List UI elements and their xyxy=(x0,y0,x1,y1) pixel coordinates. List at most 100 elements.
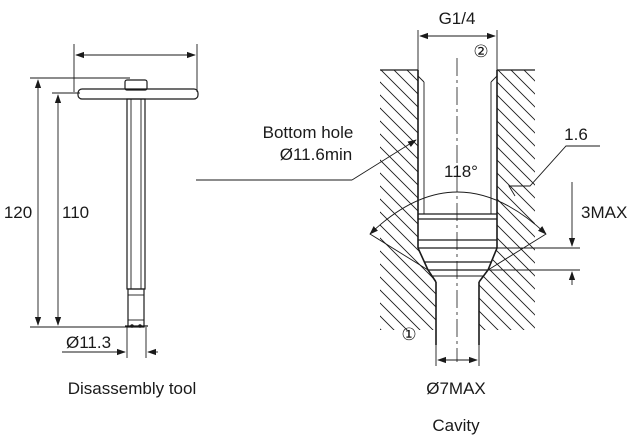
tool-shaft xyxy=(126,98,146,290)
hatch-line xyxy=(546,40,642,340)
hatch-line xyxy=(380,70,418,330)
hatch-line xyxy=(380,70,436,330)
hatch-line xyxy=(402,70,436,330)
hatch-line xyxy=(78,40,378,340)
dim-thread: G1/4 xyxy=(439,9,476,28)
hatch-line xyxy=(479,70,535,330)
hatch-line xyxy=(380,70,436,330)
hatch-line xyxy=(479,70,535,330)
hatch-line xyxy=(78,40,378,340)
hatch-line xyxy=(479,70,483,330)
hatch-line xyxy=(380,70,431,330)
hatch-line xyxy=(559,40,642,340)
hatch-line xyxy=(479,70,535,330)
hatch-line xyxy=(104,40,404,340)
hatch-line xyxy=(598,40,642,340)
hatch-line xyxy=(532,70,535,330)
dim-depth: 3MAX xyxy=(581,203,627,222)
hatch-line xyxy=(585,40,642,340)
hatch-line xyxy=(479,70,535,330)
hatch-line xyxy=(380,70,436,330)
hatch-line xyxy=(39,40,339,340)
tool-knob xyxy=(124,79,148,91)
hatch-line xyxy=(52,40,352,340)
hatch-line xyxy=(479,70,535,330)
hatch-line xyxy=(380,70,436,330)
hatch-line xyxy=(493,70,535,330)
hatch-line xyxy=(39,40,339,340)
tool-caption: Disassembly tool xyxy=(68,379,197,398)
hatch-line xyxy=(380,70,436,330)
hatch-line xyxy=(380,70,436,330)
hatch-line xyxy=(468,40,642,340)
hatch-line xyxy=(380,70,436,330)
hatch-line xyxy=(26,40,326,340)
hatch-line xyxy=(533,40,642,340)
hatch-line xyxy=(380,70,436,330)
hatch-line xyxy=(479,70,509,330)
dim-angle: 118° xyxy=(444,162,478,181)
dim-total-length: 120 xyxy=(4,203,32,222)
port-1-label: ① xyxy=(401,325,416,344)
hatch-line xyxy=(494,40,642,340)
hatch-line xyxy=(380,70,436,330)
hatch-line xyxy=(479,70,535,330)
dim-bottom-hole-title: Bottom hole xyxy=(263,123,354,142)
hatch-line xyxy=(479,70,535,330)
dim-bottom-hole-value: Ø11.6min xyxy=(280,145,352,164)
hatch-line xyxy=(380,70,436,330)
hatch-line xyxy=(479,70,535,330)
hatch-line xyxy=(559,40,642,340)
port-2-label: ② xyxy=(473,42,488,61)
hatch-line xyxy=(598,40,642,340)
hatch-line xyxy=(585,40,642,340)
hatch-line xyxy=(480,70,535,330)
hatch-line xyxy=(380,70,436,330)
hatch-line xyxy=(52,40,352,340)
hatch-line xyxy=(380,70,436,330)
cavity-section: G1/4 ② 118° Bottom hole Ø11.6min 1.6 3MA… xyxy=(0,9,642,435)
hatch-line xyxy=(442,40,642,340)
hatch-line xyxy=(479,70,535,330)
hatch-line xyxy=(380,70,405,330)
dim-roughness: 1.6 xyxy=(564,125,588,144)
hatch-line xyxy=(380,70,436,330)
dim-outlet: Ø7MAX xyxy=(426,379,486,398)
hatch-line xyxy=(479,70,535,330)
hatch-line xyxy=(65,40,365,340)
hatch-line xyxy=(572,40,642,340)
hatch-line xyxy=(479,70,496,330)
hatch-line xyxy=(519,70,535,330)
dim-shaft-length: 110 xyxy=(62,203,89,222)
hatch-line xyxy=(117,40,417,340)
tool-tip xyxy=(127,288,145,328)
hatch-line xyxy=(380,70,436,330)
hatch-line xyxy=(26,40,326,340)
hatch-line xyxy=(389,70,436,330)
dim-tool-diameter: Ø11.3 xyxy=(66,333,111,352)
hatch-line xyxy=(428,70,436,330)
hatch-line xyxy=(380,70,436,330)
hatch-line xyxy=(0,40,300,340)
hatch-line xyxy=(479,70,535,330)
hatch-line xyxy=(455,40,642,340)
cavity-caption: Cavity xyxy=(432,416,480,435)
disassembly-tool: 120 110 Ø11.3 Disassembly tool xyxy=(0,44,199,398)
hatch-line xyxy=(380,70,436,330)
hatch-line xyxy=(479,70,535,330)
hatch-line xyxy=(380,70,436,330)
hatch-line xyxy=(520,40,642,340)
hatch-line xyxy=(479,70,522,330)
hatch-line xyxy=(479,70,535,330)
hatch-line xyxy=(479,70,535,330)
hatch-line xyxy=(0,40,300,340)
hatch-line xyxy=(65,40,365,340)
hatch-line xyxy=(481,40,642,340)
hatch-line xyxy=(479,70,535,330)
hatch-line xyxy=(415,70,436,330)
hatch-line xyxy=(572,40,642,340)
hatch-line xyxy=(546,40,642,340)
hatch-line xyxy=(479,70,535,330)
hatch-line xyxy=(479,70,535,330)
